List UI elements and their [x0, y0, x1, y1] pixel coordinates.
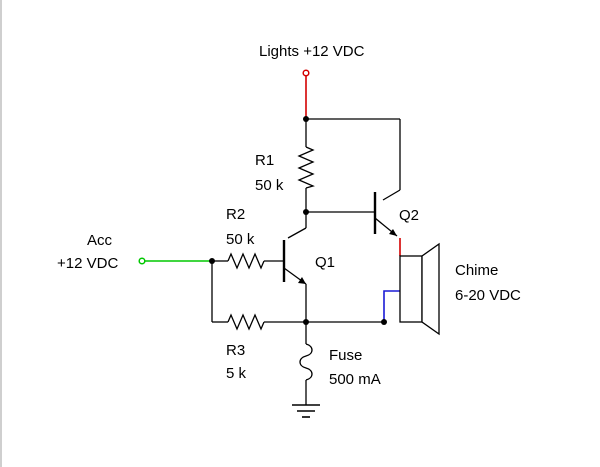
chime-body — [399, 255, 423, 323]
junction-dot — [381, 319, 387, 325]
q1-collector-lead — [287, 227, 307, 239]
acc-label-line2: +12 VDC — [57, 255, 118, 272]
acc-terminal — [138, 257, 146, 265]
q1-emitter-arrow — [298, 277, 306, 284]
fuse-symbol — [299, 343, 313, 381]
junction-dot — [303, 209, 309, 215]
fuse-value-label: 500 mA — [329, 371, 381, 388]
junction-dot — [209, 258, 215, 264]
chime-cone — [421, 242, 440, 336]
chime-name-label: Chime — [455, 262, 498, 279]
q2-label: Q2 — [399, 207, 419, 224]
acc-label-line1: Acc — [87, 232, 113, 249]
lights-label: Lights +12 VDC — [259, 43, 365, 60]
r3-name-label: R3 — [226, 342, 245, 359]
chime-return-wire — [383, 290, 400, 322]
junction-dot — [303, 116, 309, 122]
r3-resistor — [227, 313, 265, 331]
lights-terminal — [302, 69, 310, 77]
q1-label: Q1 — [315, 254, 335, 271]
junction-dot — [303, 319, 309, 325]
q2-collector-lead — [382, 189, 401, 201]
chime-value-label: 6-20 VDC — [455, 287, 521, 304]
r2-resistor — [227, 252, 265, 270]
r1-resistor — [297, 146, 315, 189]
r2-name-label: R2 — [226, 206, 245, 223]
r2-value-label: 50 k — [226, 231, 255, 248]
fuse-name-label: Fuse — [329, 347, 362, 364]
q2-emitter-arrow — [389, 229, 397, 236]
r1-name-label: R1 — [255, 152, 274, 169]
ground-symbol — [292, 404, 320, 418]
r3-value-label: 5 k — [226, 365, 247, 382]
r1-value-label: 50 k — [255, 177, 284, 194]
